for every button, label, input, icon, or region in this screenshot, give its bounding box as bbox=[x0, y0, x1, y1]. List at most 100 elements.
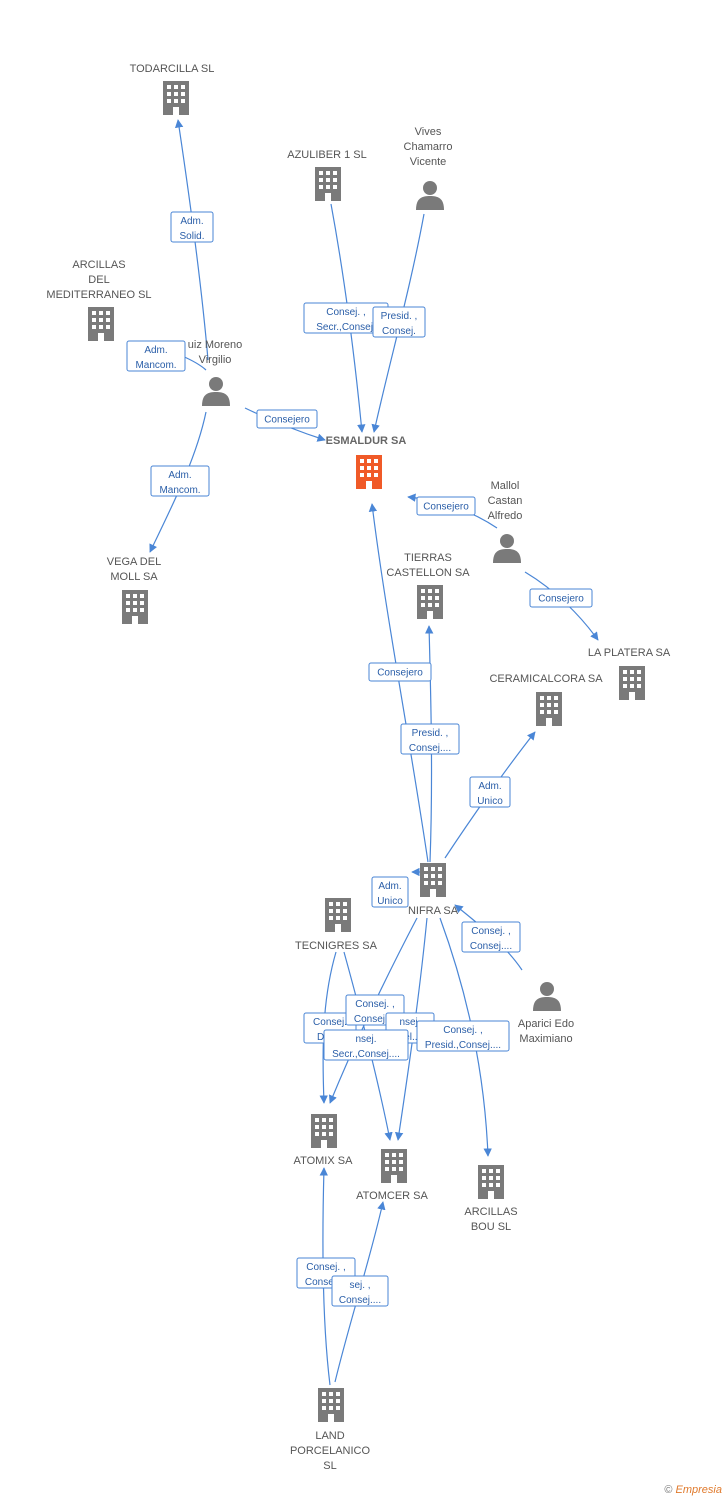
node-label[interactable]: Castan bbox=[488, 495, 523, 507]
building-icon[interactable] bbox=[122, 590, 148, 624]
company-node[interactable]: ESMALDUR SA bbox=[326, 435, 407, 489]
company-node[interactable]: VEGA DEL MOLL SA bbox=[107, 556, 161, 624]
node-label[interactable]: Chamarro bbox=[404, 141, 453, 153]
person-icon[interactable] bbox=[416, 181, 444, 210]
company-node[interactable]: ATOMIX SA bbox=[294, 1114, 354, 1167]
relation-label-box[interactable] bbox=[461, 921, 521, 953]
company-node[interactable]: ARCILLAS DEL MEDITERRANEO SL bbox=[46, 259, 152, 341]
node-label[interactable]: TIERRAS bbox=[404, 552, 452, 564]
building-icon[interactable] bbox=[420, 863, 446, 897]
node-label[interactable]: SL bbox=[323, 1460, 336, 1472]
building-icon[interactable] bbox=[315, 167, 341, 201]
relation-label[interactable]: Consej. ,Presid.,Consej.... bbox=[416, 1020, 510, 1052]
company-node[interactable]: CERAMICALCORA SA bbox=[489, 673, 603, 726]
person-icon[interactable] bbox=[202, 377, 230, 406]
person-icon[interactable] bbox=[493, 534, 521, 563]
node-label[interactable]: uiz Moreno bbox=[188, 339, 242, 351]
building-icon[interactable] bbox=[325, 898, 351, 932]
relation-label-text: Adm. bbox=[144, 345, 167, 356]
relation-label-text: Consej.... bbox=[470, 941, 512, 952]
relation-label-box[interactable] bbox=[372, 306, 426, 338]
relation-label[interactable]: sej. ,Consej.... bbox=[331, 1275, 389, 1307]
relation-label-box[interactable] bbox=[469, 776, 511, 808]
relation-label[interactable]: Adm.Unico bbox=[371, 876, 409, 908]
node-label[interactable]: TECNIGRES SA bbox=[295, 940, 378, 952]
company-node[interactable]: TODARCILLA SL bbox=[130, 63, 215, 115]
company-node[interactable]: ATOMCER SA bbox=[356, 1149, 429, 1202]
relation-label-box[interactable] bbox=[331, 1275, 389, 1307]
relation-label[interactable]: Presid. ,Consej. bbox=[372, 306, 426, 338]
relation-label[interactable]: Consej. ,Secr.,Consej. bbox=[303, 302, 389, 334]
node-label[interactable]: Mallol bbox=[491, 480, 520, 492]
relation-label-box[interactable] bbox=[256, 409, 318, 429]
building-icon[interactable] bbox=[88, 307, 114, 341]
relation-label-box[interactable] bbox=[416, 496, 476, 516]
building-icon[interactable] bbox=[417, 585, 443, 619]
relation-label-box[interactable] bbox=[368, 662, 432, 682]
node-label[interactable]: Virgilio bbox=[199, 354, 232, 366]
relation-label[interactable]: Adm.Solid. bbox=[170, 211, 214, 243]
node-label[interactable]: CERAMICALCORA SA bbox=[489, 673, 603, 685]
relation-label-box[interactable] bbox=[323, 1029, 409, 1061]
company-node[interactable]: LAND PORCELANICO SL bbox=[290, 1388, 371, 1472]
relation-label[interactable]: Consej. ,Consej.... bbox=[461, 921, 521, 953]
company-node[interactable]: TIERRAS CASTELLON SA bbox=[386, 552, 470, 619]
building-icon[interactable] bbox=[381, 1149, 407, 1183]
building-icon[interactable] bbox=[318, 1388, 344, 1422]
node-label[interactable]: MOLL SA bbox=[110, 571, 158, 583]
relation-label[interactable]: Adm.Mancom. bbox=[150, 465, 210, 497]
node-label[interactable]: Vives bbox=[415, 126, 442, 138]
building-icon[interactable] bbox=[478, 1165, 504, 1199]
building-icon[interactable] bbox=[163, 81, 189, 115]
company-node[interactable]: NIFRA SA bbox=[408, 863, 459, 917]
relation-label-box[interactable] bbox=[371, 876, 409, 908]
relation-label-box[interactable] bbox=[150, 465, 210, 497]
relation-label[interactable]: Consejero bbox=[256, 409, 318, 429]
node-label[interactable]: ESMALDUR SA bbox=[326, 435, 407, 447]
node-label[interactable]: ARCILLAS bbox=[464, 1206, 517, 1218]
relation-label[interactable]: nsej.Secr.,Consej.... bbox=[323, 1029, 409, 1061]
node-label[interactable]: MEDITERRANEO SL bbox=[46, 289, 151, 301]
node-label[interactable]: Vicente bbox=[410, 156, 447, 168]
node-label[interactable]: Aparici Edo bbox=[518, 1018, 574, 1030]
node-label[interactable]: LAND bbox=[315, 1430, 344, 1442]
relation-label-box[interactable] bbox=[170, 211, 214, 243]
node-label[interactable]: ARCILLAS bbox=[72, 259, 125, 271]
node-label[interactable]: AZULIBER 1 SL bbox=[287, 149, 366, 161]
company-node[interactable]: ARCILLAS BOU SL bbox=[464, 1165, 518, 1233]
node-label[interactable]: Alfredo bbox=[488, 510, 523, 522]
company-node[interactable]: AZULIBER 1 SL bbox=[287, 149, 367, 201]
node-label[interactable]: NIFRA SA bbox=[408, 905, 459, 917]
relation-label-box[interactable] bbox=[529, 588, 593, 608]
node-label[interactable]: ATOMIX SA bbox=[294, 1155, 354, 1167]
relation-label[interactable]: Consejero bbox=[529, 588, 593, 608]
relation-label[interactable]: Adm.Unico bbox=[469, 776, 511, 808]
node-label[interactable]: DEL bbox=[88, 274, 109, 286]
relation-label-box[interactable] bbox=[126, 340, 186, 372]
building-icon[interactable] bbox=[619, 666, 645, 700]
node-label[interactable]: PORCELANICO bbox=[290, 1445, 371, 1457]
company-node[interactable]: TECNIGRES SA bbox=[295, 898, 378, 952]
node-label[interactable]: LA PLATERA SA bbox=[588, 647, 671, 659]
building-icon[interactable] bbox=[311, 1114, 337, 1148]
node-label[interactable]: ATOMCER SA bbox=[356, 1190, 428, 1202]
node-label[interactable]: TODARCILLA SL bbox=[130, 63, 215, 75]
node-label[interactable]: CASTELLON SA bbox=[386, 567, 470, 579]
relation-label-box[interactable] bbox=[416, 1020, 510, 1052]
relation-label[interactable]: Consejero bbox=[416, 496, 476, 516]
person-icon[interactable] bbox=[533, 982, 561, 1011]
relation-label[interactable]: Adm.Mancom. bbox=[126, 340, 186, 372]
company-node[interactable]: LA PLATERA SA bbox=[588, 647, 671, 700]
relation-label-box[interactable] bbox=[400, 723, 460, 755]
building-icon[interactable] bbox=[536, 692, 562, 726]
node-label[interactable]: BOU SL bbox=[471, 1221, 511, 1233]
node-label[interactable]: Maximiano bbox=[519, 1033, 572, 1045]
relation-label[interactable]: Consejero bbox=[368, 662, 432, 682]
node-label[interactable]: VEGA DEL bbox=[107, 556, 161, 568]
relation-label[interactable]: Presid. ,Consej.... bbox=[400, 723, 460, 755]
building-icon[interactable] bbox=[356, 455, 382, 489]
